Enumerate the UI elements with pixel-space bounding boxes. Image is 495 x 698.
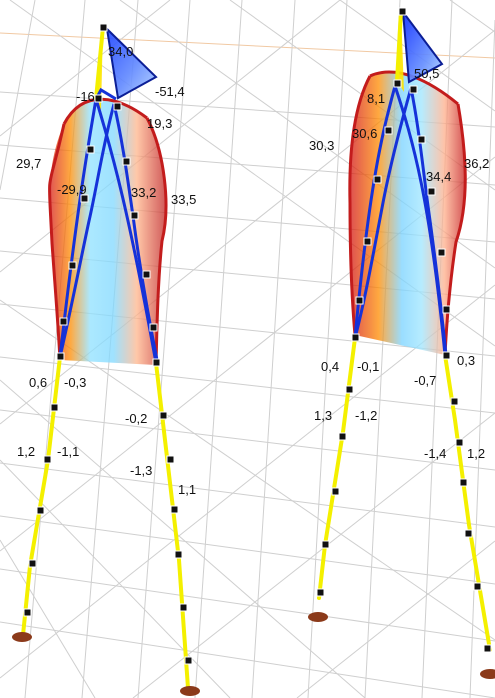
label-right-top-3: 30,3 — [309, 138, 334, 153]
label-right-low-5: 1,3 — [314, 408, 332, 423]
label-left-mid-2: -29,9 — [57, 182, 87, 197]
label-left-low-2: -0,3 — [64, 375, 86, 390]
label-left-top-3: -16 — [76, 89, 95, 104]
label-left-low-6: -1,3 — [130, 463, 152, 478]
label-right-top-1: 50,5 — [414, 66, 439, 81]
right-frame — [308, 7, 495, 679]
label-left-low-4: 1,2 — [17, 444, 35, 459]
label-right-low-7: -1,4 — [424, 446, 446, 461]
label-left-mid-1: 29,7 — [16, 156, 41, 171]
label-right-top-6: 34,4 — [426, 169, 451, 184]
label-right-top-4: 30,6 — [352, 126, 377, 141]
label-left-mid-3: 33,2 — [131, 185, 156, 200]
label-left-low-5: -1,1 — [57, 444, 79, 459]
label-right-low-6: -1,2 — [355, 408, 377, 423]
label-right-top-5: 36,2 — [464, 156, 489, 171]
label-right-low-2: -0,1 — [357, 359, 379, 374]
right-frame-nodes — [316, 7, 492, 653]
left-frame-nodes — [23, 23, 193, 665]
label-right-low-8: 1,2 — [467, 446, 485, 461]
label-left-low-3: -0,2 — [125, 411, 147, 426]
label-right-low-4: -0,7 — [414, 373, 436, 388]
label-right-low-1: 0,4 — [321, 359, 339, 374]
label-left-top-1: 34,0 — [108, 44, 133, 59]
label-right-low-3: 0,3 — [457, 353, 475, 368]
label-right-top-2: 8,1 — [367, 91, 385, 106]
label-left-low-7: 1,1 — [178, 482, 196, 497]
label-left-low-1: 0,6 — [29, 375, 47, 390]
label-left-mid-4: 33,5 — [171, 192, 196, 207]
label-left-top-4: 19,3 — [147, 116, 172, 131]
labels: 34,0 -51,4 -16 19,3 29,7 -29,9 33,2 33,5… — [16, 44, 489, 497]
left-frame — [12, 23, 200, 696]
label-left-top-2: -51,4 — [155, 84, 185, 99]
